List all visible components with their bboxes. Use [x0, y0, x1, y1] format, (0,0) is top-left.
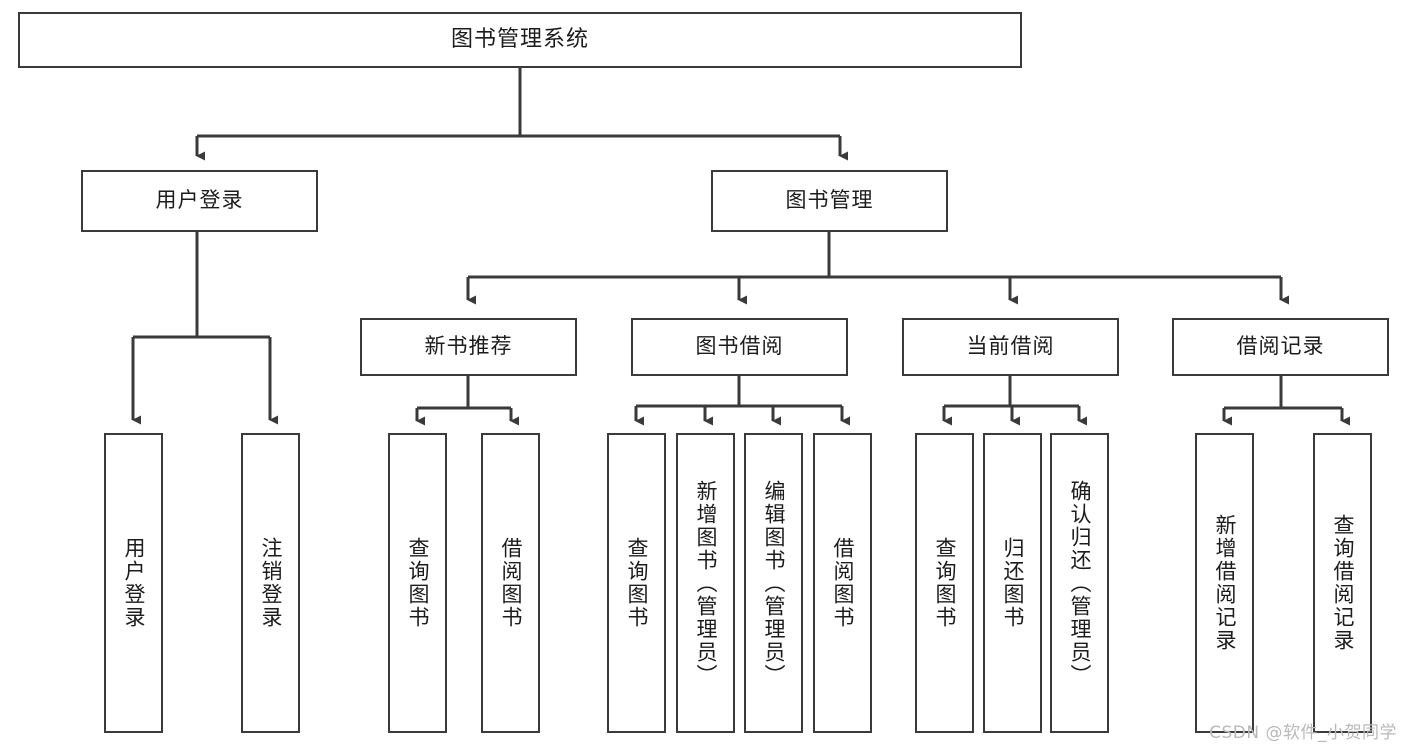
node-leaf-confirm-return[interactable]: 确认归还（管理员）	[1050, 433, 1109, 733]
node-leaf-query-record-label: 查询借阅记录	[1330, 514, 1355, 652]
node-book-manage[interactable]: 图书管理	[711, 170, 948, 232]
node-leaf-user-logout[interactable]: 注销登录	[241, 433, 300, 733]
node-root-label: 图书管理系统	[450, 26, 589, 52]
node-leaf-add-record-label: 新增借阅记录	[1212, 514, 1237, 652]
node-leaf-query-book-1-label: 查询图书	[405, 537, 430, 629]
node-leaf-return-book-label: 归还图书	[1000, 537, 1025, 629]
node-leaf-add-book[interactable]: 新增图书（管理员）	[676, 433, 735, 733]
node-book-manage-label: 图书管理	[785, 188, 874, 213]
node-leaf-return-book[interactable]: 归还图书	[983, 433, 1042, 733]
node-leaf-query-book-1[interactable]: 查询图书	[388, 433, 447, 733]
node-leaf-query-book-3-label: 查询图书	[932, 537, 957, 629]
node-leaf-confirm-return-label: 确认归还（管理员）	[1067, 479, 1092, 687]
node-current-borrow-label: 当前借阅	[966, 334, 1055, 359]
node-leaf-user-logout-label: 注销登录	[258, 537, 283, 629]
node-leaf-borrow-book-2-label: 借阅图书	[830, 537, 855, 629]
node-borrow-record[interactable]: 借阅记录	[1172, 318, 1389, 376]
node-new-book-recommend-label: 新书推荐	[424, 334, 513, 359]
node-leaf-add-book-label: 新增图书（管理员）	[693, 479, 718, 687]
node-leaf-edit-book[interactable]: 编辑图书（管理员）	[744, 433, 803, 733]
node-leaf-query-record[interactable]: 查询借阅记录	[1313, 433, 1372, 733]
node-user-login-label: 用户登录	[155, 188, 244, 213]
node-user-login[interactable]: 用户登录	[81, 170, 318, 232]
node-leaf-user-login-label: 用户登录	[121, 537, 146, 629]
node-leaf-user-login[interactable]: 用户登录	[104, 433, 163, 733]
node-leaf-borrow-book-1-label: 借阅图书	[498, 537, 523, 629]
node-borrow-record-label: 借阅记录	[1236, 334, 1325, 359]
node-leaf-query-book-3[interactable]: 查询图书	[915, 433, 974, 733]
node-book-borrow-label: 图书借阅	[695, 334, 784, 359]
node-leaf-query-book-2-label: 查询图书	[624, 537, 649, 629]
node-new-book-recommend[interactable]: 新书推荐	[360, 318, 577, 376]
node-leaf-edit-book-label: 编辑图书（管理员）	[761, 479, 786, 687]
node-book-borrow[interactable]: 图书借阅	[631, 318, 848, 376]
node-leaf-add-record[interactable]: 新增借阅记录	[1195, 433, 1254, 733]
node-root[interactable]: 图书管理系统	[18, 12, 1022, 68]
node-leaf-borrow-book-2[interactable]: 借阅图书	[813, 433, 872, 733]
node-leaf-query-book-2[interactable]: 查询图书	[607, 433, 666, 733]
node-leaf-borrow-book-1[interactable]: 借阅图书	[481, 433, 540, 733]
node-current-borrow[interactable]: 当前借阅	[902, 318, 1119, 376]
